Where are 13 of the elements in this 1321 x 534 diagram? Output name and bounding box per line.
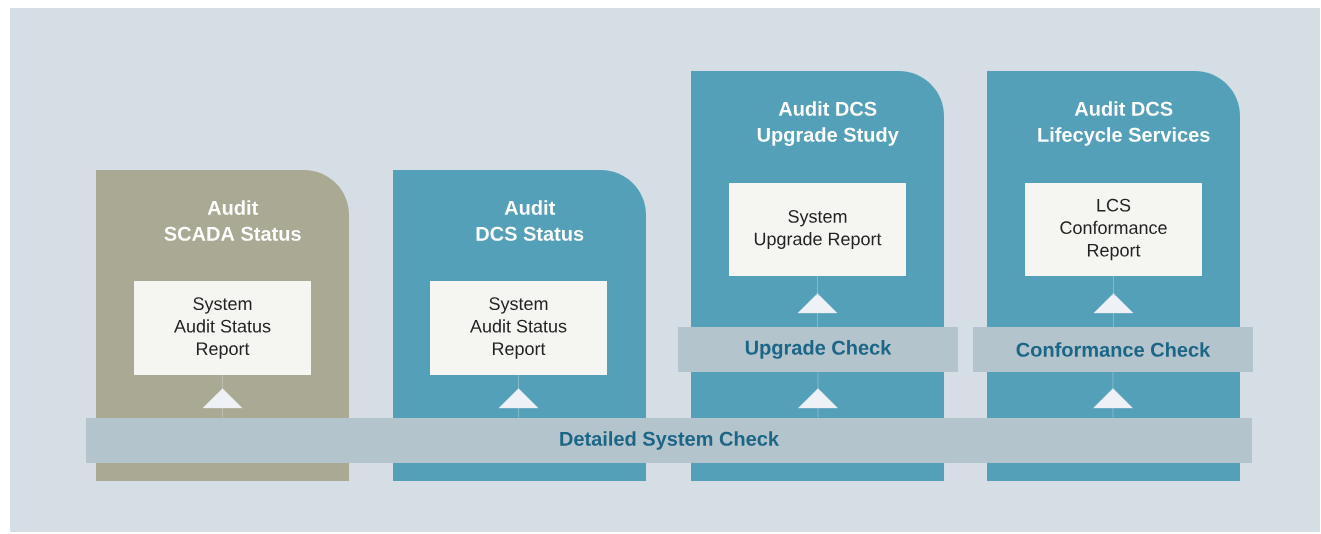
report-box: System Audit Status Report — [134, 281, 311, 375]
arrow — [202, 375, 243, 418]
arrow — [498, 375, 539, 418]
check-band: Conformance Check — [973, 327, 1253, 372]
arrow — [798, 372, 838, 418]
report-box: System Audit Status Report — [430, 281, 607, 375]
check-band: Upgrade Check — [678, 327, 958, 372]
report-box: LCS Conformance Report — [1025, 183, 1202, 276]
arrow — [1093, 276, 1134, 327]
report-box: System Upgrade Report — [729, 183, 906, 276]
arrow — [1093, 372, 1133, 418]
check-band: Detailed System Check — [86, 418, 1252, 463]
arrow — [797, 276, 838, 327]
